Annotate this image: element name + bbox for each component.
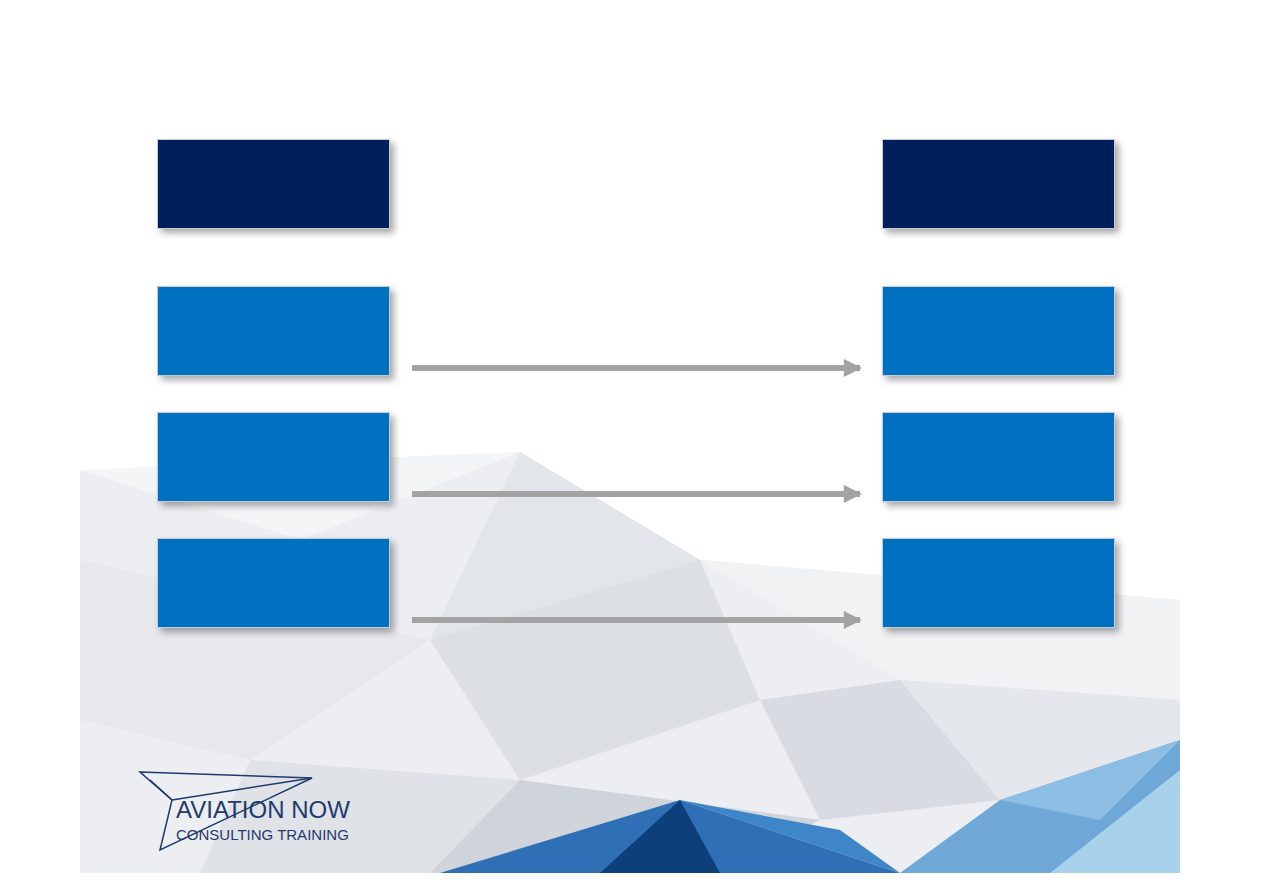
process-box [882,412,1115,502]
flow-arrow [412,365,860,371]
logo-text: AVIATION NOW [176,796,350,824]
process-box [882,538,1115,628]
header-box [157,139,390,229]
header-box [882,139,1115,229]
low-poly-ground [80,452,1180,873]
logo-text: CONSULTING TRAINING [176,826,349,843]
process-box [882,286,1115,376]
process-box [157,538,390,628]
flow-arrow [412,617,860,623]
flow-arrow [412,491,860,497]
process-box [157,412,390,502]
blue-accent [440,740,1180,873]
process-box [157,286,390,376]
